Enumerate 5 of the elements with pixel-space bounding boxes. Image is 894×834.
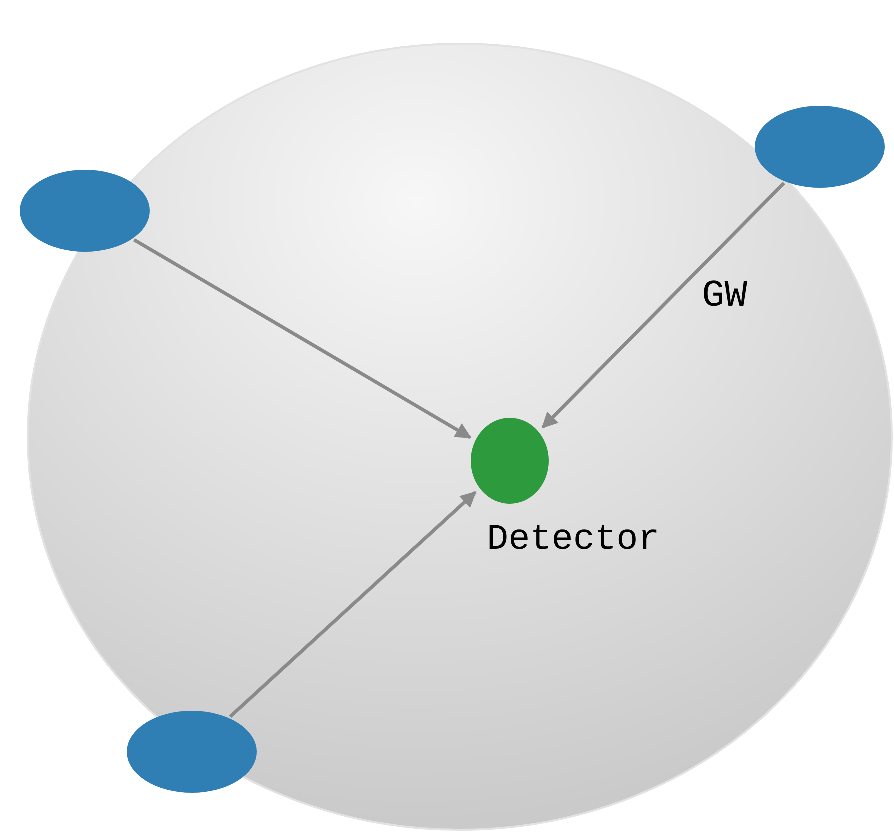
arrow bbox=[133, 238, 472, 440]
arrow bbox=[229, 491, 477, 718]
node-label: Detector bbox=[487, 522, 660, 558]
arrow bbox=[542, 182, 786, 429]
edge-label: GW bbox=[701, 278, 749, 316]
